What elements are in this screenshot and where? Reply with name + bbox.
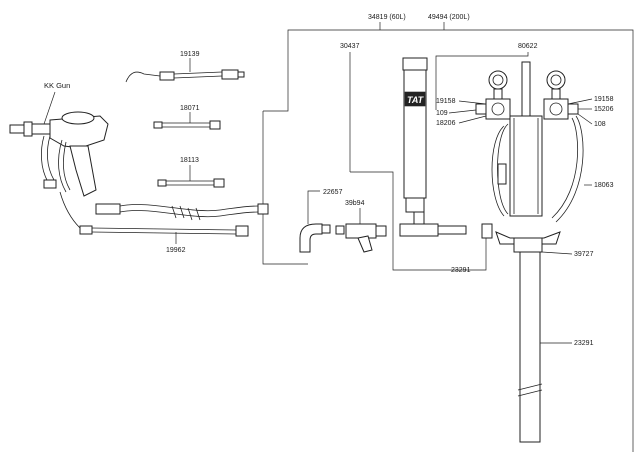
label-pump-200l: 49494 (200L) (428, 14, 470, 21)
hose-19139 (125, 69, 245, 83)
fluid-fittings (299, 211, 493, 253)
hose-18071 (153, 120, 221, 130)
label-108-right: 108 (594, 121, 606, 128)
label-39727: 39727 (574, 251, 594, 258)
label-23291-top: 23291 (451, 267, 471, 274)
hose-assembly-19962 (59, 191, 269, 237)
label-19158-left: 19158 (436, 98, 456, 105)
label-109-left: 109 (436, 110, 448, 117)
label-80622: 80622 (518, 43, 538, 50)
label-gun: KK Gun (44, 81, 70, 90)
label-19962: 19962 (166, 247, 186, 254)
label-18063: 18063 (594, 182, 614, 189)
label-pump-60l: 34819 (60L) (368, 14, 406, 21)
pump-lower: TAT (402, 57, 428, 213)
frame-lines (262, 22, 634, 452)
hose-18113 (157, 178, 225, 188)
brand-mark: TAT (407, 95, 425, 105)
pump-assembly (475, 61, 584, 443)
label-18113: 18113 (180, 157, 199, 164)
label-39594: 39b94 (345, 200, 365, 207)
label-19139: 19139 (180, 51, 200, 58)
label-30437: 30437 (340, 43, 360, 50)
label-19158-right: 19158 (594, 96, 614, 103)
label-23291-bottom: 23291 (574, 340, 594, 347)
label-22657: 22657 (323, 189, 343, 196)
label-18206-left: 18206 (436, 120, 456, 127)
spray-gun (9, 111, 109, 197)
label-18071: 18071 (180, 105, 200, 112)
label-15206-right: 15206 (594, 106, 614, 113)
